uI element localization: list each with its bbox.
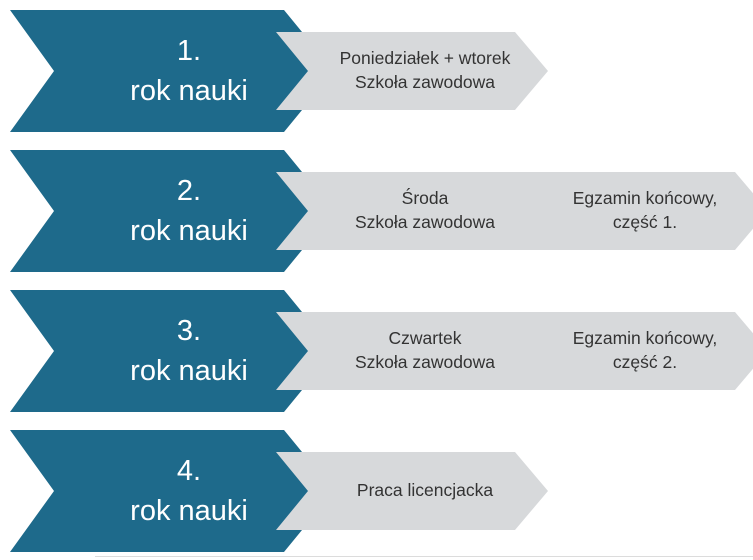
- stage-line: rok nauki: [130, 75, 248, 107]
- stage-label: 2. rok nauki: [44, 171, 334, 251]
- step-arrow-thursday: Czwartek Szkoła zawodowa: [276, 312, 548, 390]
- stage-label: 3. rok nauki: [44, 311, 334, 391]
- stage-line: 4.: [176, 454, 202, 487]
- stage-line: 1.: [176, 34, 202, 67]
- stage-arrow-year-2: 2. rok nauki: [10, 150, 334, 272]
- step-label: Egzamin końcowy, część 1.: [522, 187, 753, 234]
- step-line: część 1.: [612, 212, 678, 232]
- stage-arrow-year-3: 3. rok nauki: [10, 290, 334, 412]
- step-line: Szkoła zawodowa: [354, 352, 496, 372]
- step-arrow-final-exam-part-1: Egzamin końcowy, część 1.: [496, 172, 753, 250]
- stage-label: 1. rok nauki: [44, 31, 334, 111]
- stage-line: 3.: [176, 314, 202, 347]
- stage-line: rok nauki: [130, 215, 248, 247]
- step-arrow-bachelor-thesis: Praca licencjacka: [276, 452, 548, 530]
- step-line: Szkoła zawodowa: [354, 212, 496, 232]
- step-line: Środa: [401, 188, 449, 209]
- step-arrow-wednesday: Środa Szkoła zawodowa: [276, 172, 548, 250]
- stage-line: rok nauki: [130, 355, 248, 387]
- step-line: Poniedziałek + wtorek: [339, 48, 511, 69]
- step-label: Praca licencjacka: [302, 479, 548, 503]
- stage-arrow-year-1: 1. rok nauki: [10, 10, 334, 132]
- stage-line: rok nauki: [130, 495, 248, 527]
- step-arrow-monday-tuesday: Poniedziałek + wtorek Szkoła zawodowa: [276, 32, 548, 110]
- step-line: Praca licencjacka: [356, 480, 494, 501]
- step-line: Czwartek: [388, 328, 462, 349]
- step-line: Egzamin końcowy,: [572, 188, 718, 209]
- step-arrow-final-exam-part-2: Egzamin końcowy, część 2.: [496, 312, 753, 390]
- stage-arrow-year-4: 4. rok nauki: [10, 430, 334, 552]
- stage-line: 2.: [176, 174, 202, 207]
- step-label: Środa Szkoła zawodowa: [302, 187, 548, 234]
- step-label: Poniedziałek + wtorek Szkoła zawodowa: [302, 47, 548, 94]
- step-label: Czwartek Szkoła zawodowa: [302, 327, 548, 374]
- step-line: Szkoła zawodowa: [354, 72, 496, 92]
- step-label: Egzamin końcowy, część 2.: [522, 327, 753, 374]
- stage-label: 4. rok nauki: [44, 451, 334, 531]
- step-line: część 2.: [612, 352, 678, 372]
- bottom-rule: [95, 556, 753, 557]
- step-line: Egzamin końcowy,: [572, 328, 718, 349]
